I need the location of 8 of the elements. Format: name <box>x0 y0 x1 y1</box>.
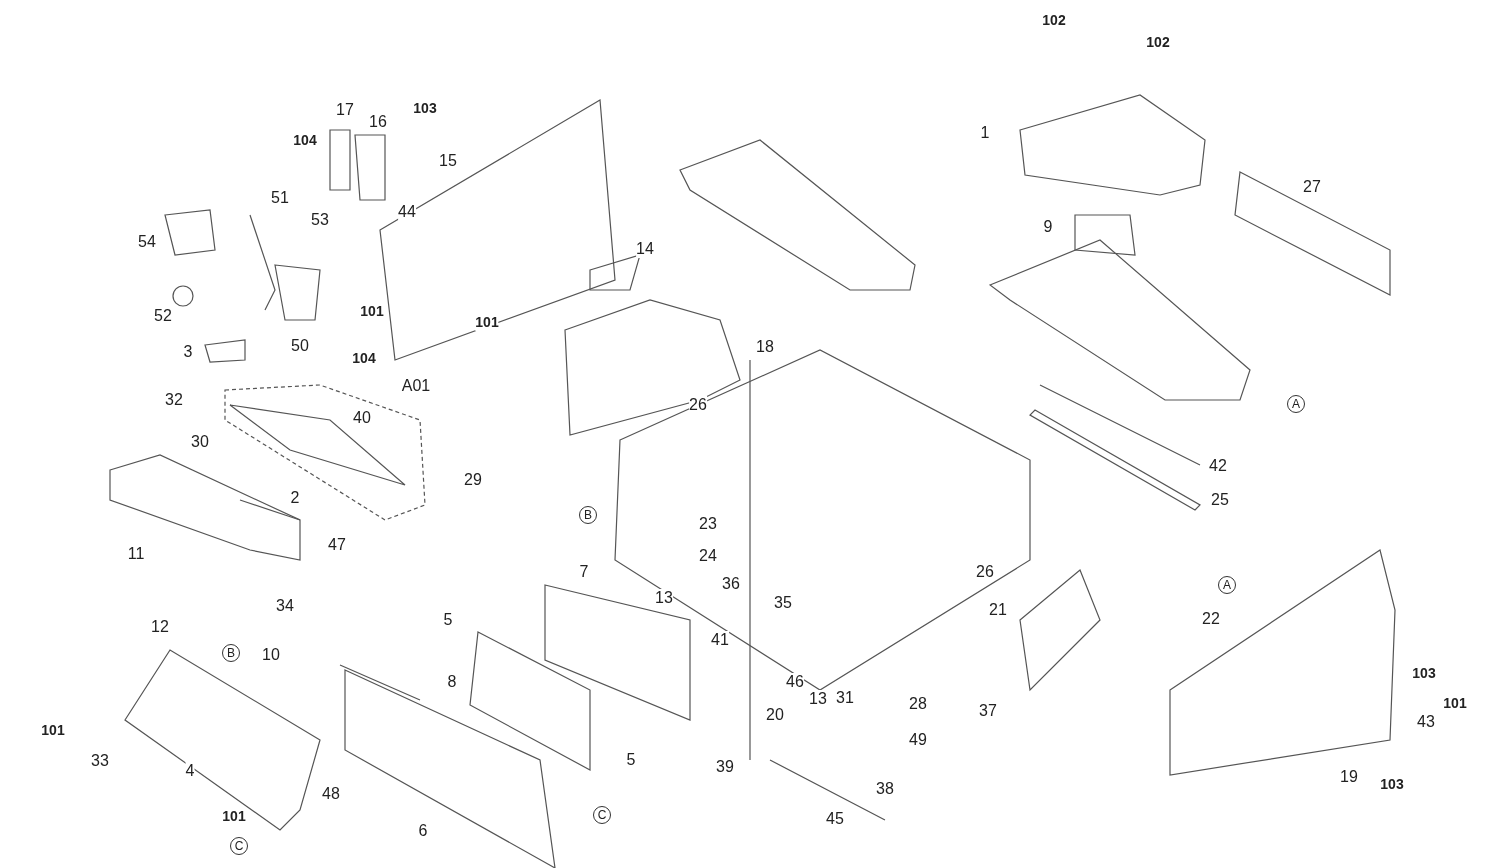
reference-letter: B <box>222 644 240 662</box>
reference-letter: C <box>230 837 248 855</box>
reference-letter: B <box>579 506 597 524</box>
callout-number: 14 <box>636 240 654 258</box>
reference-letter: A <box>1218 576 1236 594</box>
callout-number: 44 <box>398 203 416 221</box>
reference-letter: C <box>593 806 611 824</box>
reference-letter: A <box>1287 395 1305 413</box>
